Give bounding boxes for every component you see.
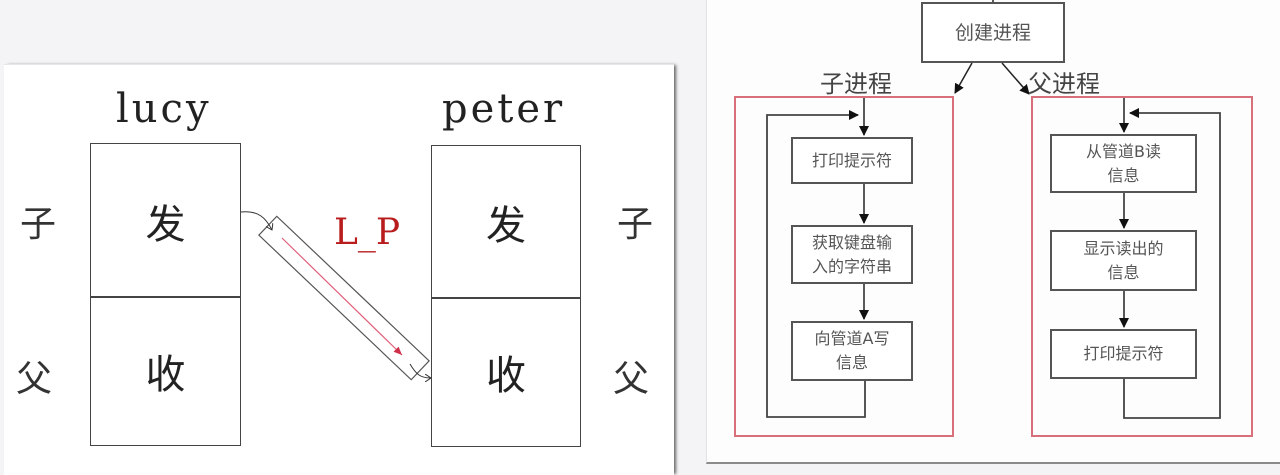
create-process-label: 创建进程 (954, 21, 1031, 44)
process-name-peter: peter (442, 86, 566, 132)
process-name-lucy: lucy (116, 86, 212, 132)
pipe-to-receive-arrow (409, 363, 431, 378)
root-to-parent-arrow (1001, 62, 1030, 95)
parent-loop-line (1123, 108, 1221, 419)
diagram-connectors (240, 0, 1221, 419)
pipe-flow-arrow (281, 237, 403, 356)
lucy-receive-label: 收 (145, 352, 186, 398)
parent-process-container (1031, 96, 1253, 437)
child-process-container (734, 96, 954, 437)
parent-step-print-prompt: 打印提示符 (1050, 329, 1197, 379)
side-label-parent-right: 父 (613, 359, 650, 400)
child-step-write-pipe-a: 向管道A写 信息 (791, 321, 913, 381)
parent-step-2-line-2: 信息 (1107, 262, 1140, 282)
left-slide-page (4, 64, 674, 475)
send-to-pipe-arrow (240, 211, 272, 230)
peter-send-label: 发 (486, 203, 526, 249)
side-label-child-right: 子 (617, 204, 654, 245)
create-process-box: 创建进程 (921, 2, 1065, 63)
child-step-3-line-2: 信息 (835, 353, 868, 372)
lucy-send-label: 发 (145, 201, 186, 248)
parent-step-1-line-2: 信息 (1107, 165, 1140, 185)
parent-process-label: 父进程 (1028, 70, 1100, 98)
peter-receive-cell: 收 (431, 297, 581, 447)
child-process-label: 子进程 (820, 70, 892, 98)
peter-receive-label: 收 (486, 353, 526, 399)
parent-step-read-pipe-b: 从管道B读 信息 (1050, 134, 1197, 193)
root-to-child-arrow (954, 62, 973, 94)
pipe-label: L_P (334, 212, 401, 253)
child-step-1-label: 打印提示符 (811, 150, 892, 170)
parent-step-display-info: 显示读出的 信息 (1050, 230, 1197, 291)
side-label-child-left: 子 (20, 204, 57, 245)
peter-send-cell: 发 (431, 145, 581, 299)
parent-step-3-label: 打印提示符 (1083, 344, 1164, 363)
child-step-2-line-2: 入的字符串 (811, 256, 892, 276)
child-step-read-keyboard: 获取键盘输 入的字符串 (791, 225, 913, 284)
child-loop-line (766, 110, 866, 418)
side-label-parent-left: 父 (16, 359, 53, 400)
child-step-print-prompt: 打印提示符 (791, 137, 913, 184)
child-step-3-line-1: 向管道A写 (814, 329, 890, 348)
child-step-2-line-1: 获取键盘输 (811, 232, 892, 252)
parent-step-1-line-1: 从管道B读 (1086, 141, 1161, 161)
lucy-receive-cell: 收 (90, 296, 241, 446)
parent-step-2-line-1: 显示读出的 (1083, 238, 1164, 258)
lucy-send-cell: 发 (90, 143, 241, 298)
